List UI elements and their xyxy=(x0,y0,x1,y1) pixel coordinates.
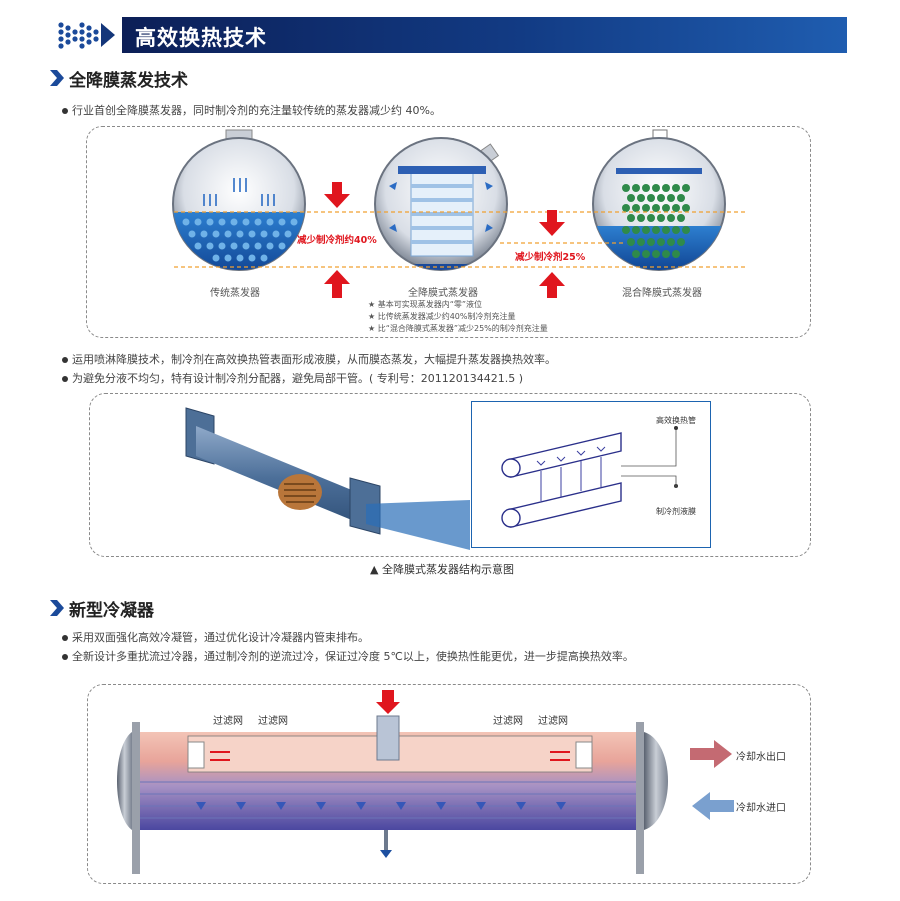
evaporator-comparison-diagram xyxy=(172,129,746,298)
bullet-film-2: 运用喷淋降膜技术，制冷剂在高效换热管表面形成液膜，从而膜态蒸发，大幅提升蒸发器换… xyxy=(62,351,556,367)
tube-detail-diagram xyxy=(501,426,678,528)
note-1: ★ 基本可实现蒸发器内“零”液位 xyxy=(368,300,483,309)
filter-label-3: 过滤网 xyxy=(493,716,523,727)
water-in-arrow-icon xyxy=(692,792,734,820)
section-chevron-icon xyxy=(50,70,64,86)
bullet-condenser-1: 采用双面强化高效冷凝管，通过优化设计冷凝器内管束排布。 xyxy=(62,629,369,645)
condenser-diagram xyxy=(117,690,668,874)
label-efficient-tube: 高效换热管 xyxy=(656,416,696,425)
filter-label-4: 过滤网 xyxy=(538,716,568,727)
figure-caption: ▲ 全降膜式蒸发器结构示意图 xyxy=(370,563,514,576)
evaporator-label-full-film: 全降膜式蒸发器 xyxy=(408,288,478,299)
evaporator-3d-illustration xyxy=(185,407,470,550)
evaporator-structure-box xyxy=(89,393,811,557)
water-outlet-label: 冷却水出口 xyxy=(736,752,786,763)
section-chevron-icon xyxy=(50,600,64,616)
header-bar xyxy=(122,17,847,53)
reduce-40-label: 减少制冷剂约40% xyxy=(297,235,377,246)
note-3: ★ 比“混合降膜式蒸发器”减少25%的制冷剂充注量 xyxy=(368,324,548,333)
header-arrows-icon xyxy=(58,22,115,49)
page-title: 高效换热技术 xyxy=(135,26,267,50)
evaporator-label-hybrid: 混合降膜式蒸发器 xyxy=(622,288,702,299)
note-2: ★ 比传统蒸发器减少约40%制冷剂充注量 xyxy=(368,312,516,321)
condenser-box xyxy=(87,684,811,884)
label-liquid-film: 制冷剂液膜 xyxy=(656,507,696,516)
evaporator-label-traditional: 传统蒸发器 xyxy=(210,288,260,299)
water-inlet-label: 冷却水进口 xyxy=(736,803,786,814)
reduce-25-label: 减少制冷剂25% xyxy=(515,252,586,263)
filter-label-1: 过滤网 xyxy=(213,716,243,727)
bullet-film-1: 行业首创全降膜蒸发器，同时制冷剂的充注量较传统的蒸发器减少约 40%。 xyxy=(62,102,441,118)
section-title-condenser: 新型冷凝器 xyxy=(69,601,154,621)
filter-label-2: 过滤网 xyxy=(258,716,288,727)
evaporator-comparison-box xyxy=(86,126,811,338)
section-title-film: 全降膜蒸发技术 xyxy=(69,71,188,91)
bullet-film-3: 为避免分液不均匀，特有设计制冷剂分配器，避免局部干管。( 专利号：2011201… xyxy=(62,370,523,386)
bullet-condenser-2: 全新设计多重扰流过冷器，通过制冷剂的逆流过冷，保证过冷度 5℃以上，使换热性能更… xyxy=(62,648,634,664)
water-out-arrow-icon xyxy=(690,740,732,768)
page-header: 高效换热技术 xyxy=(55,17,847,53)
